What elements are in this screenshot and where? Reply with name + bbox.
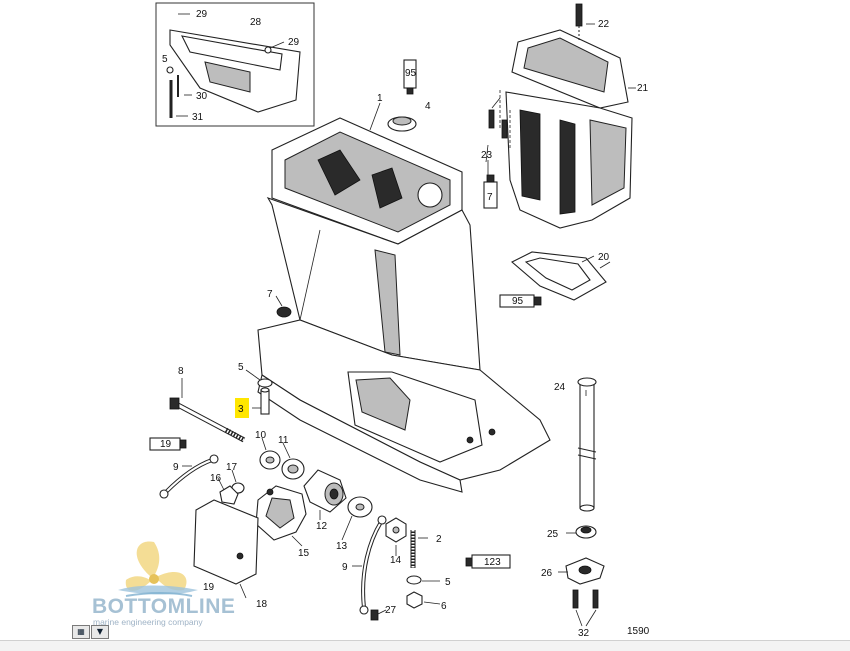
callout-15: 15 [298,548,310,559]
logo-subtitle: marine engineering company [93,617,203,627]
screws-part-32 [572,589,599,609]
leader-lines [181,23,636,627]
small-bolts [488,109,508,139]
callout-1: 1 [377,93,383,104]
callout-6: 6 [441,601,447,612]
callout-30: 30 [196,91,208,102]
sealant-tube-95-gasket: 95 [499,294,542,308]
washer-part-11-hole [287,464,299,474]
screw-part-27 [370,609,379,621]
callout-21: 21 [637,83,649,94]
bottomline-logo [88,536,238,628]
figure-number: 1590 [627,626,650,637]
callout-3: 3 [238,404,244,415]
cover-part-18 [193,499,259,585]
callout-31: 31 [192,112,204,123]
grommet-part-26 [565,557,605,585]
washer-part-10-hole [265,456,275,464]
grid-view-icon[interactable]: ▦ [72,625,90,639]
callout-3-highlight: 3 [235,398,249,418]
washer-part-5 [257,378,273,388]
callout-17: 17 [226,462,238,473]
sealant-tube-7: 7 [483,174,498,209]
nut-part-14 [385,517,407,543]
grommet-part-4 [387,116,417,132]
callout-5-inset: 5 [162,54,168,65]
nut-part-6 [406,591,423,609]
callout-26: 26 [541,568,553,579]
washer-part-5-lower [406,575,422,585]
callout-32: 32 [578,628,590,639]
viewer-toolbar: ▦ ▼ [72,625,110,639]
svg-text:123: 123 [484,557,501,568]
retainer-part-15 [255,485,307,541]
nut-part-16 [219,485,239,505]
callout-23: 23 [481,150,493,161]
callout-28: 28 [250,17,262,28]
callout-10: 10 [255,430,267,441]
sealant-tube-95-top: 95 [403,59,417,95]
chevron-down-icon[interactable]: ▼ [91,625,109,639]
callout-16: 16 [210,473,222,484]
callout-12: 12 [316,521,328,532]
dowel-part-3 [260,387,270,415]
callout-4: 4 [425,101,431,112]
mount-part-12 [303,469,347,513]
callout-5: 5 [238,362,244,373]
callout-5-lower: 5 [445,577,451,588]
washer-part-13-hole [355,503,365,511]
propeller-icon [118,541,198,597]
callout-labels: 1 4 22 21 23 20 7 5 8 10 11 9 17 16 12 1… [173,19,650,639]
svg-text:95: 95 [512,296,524,307]
sealant-tube-123: 123 [465,554,511,569]
seal-part-25-hole [580,526,592,534]
callout-29-a: 29 [196,9,208,20]
callout-29-b: 29 [288,37,300,48]
svg-text:95: 95 [405,68,417,79]
inset-box: 29 28 29 5 30 31 [155,2,315,127]
callout-27: 27 [385,605,397,616]
bolt-part-22 [575,3,583,42]
callout-7: 7 [267,289,273,300]
driveshaft-housing [257,117,551,493]
svg-text:7: 7 [487,192,493,203]
water-tube-part-24 [577,377,597,512]
sealant-tube-19-left: 19 [149,437,187,451]
callout-9-left: 9 [173,462,179,473]
exhaust-adapter-part-21 [499,29,633,229]
plug-part-7 [276,306,292,318]
callout-11: 11 [278,435,289,446]
svg-text:19: 19 [160,439,172,450]
ground-strap-part-9-left [159,454,219,499]
callout-25: 25 [547,529,559,540]
callout-9-right: 9 [342,562,348,573]
logo-title: BOTTOMLINE [92,595,236,618]
callout-20: 20 [598,252,610,263]
callout-13: 13 [336,541,348,552]
stud-part-8 [169,397,246,443]
callout-14: 14 [390,555,402,566]
callout-8: 8 [178,366,184,377]
callout-22: 22 [598,19,610,30]
callout-2: 2 [436,534,442,545]
callout-18: 18 [256,599,268,610]
bottom-bar [0,640,850,651]
callout-24: 24 [554,382,566,393]
gasket-part-20 [511,251,607,301]
ground-strap-part-9-right [359,515,387,615]
callout-19: 19 [203,582,215,593]
